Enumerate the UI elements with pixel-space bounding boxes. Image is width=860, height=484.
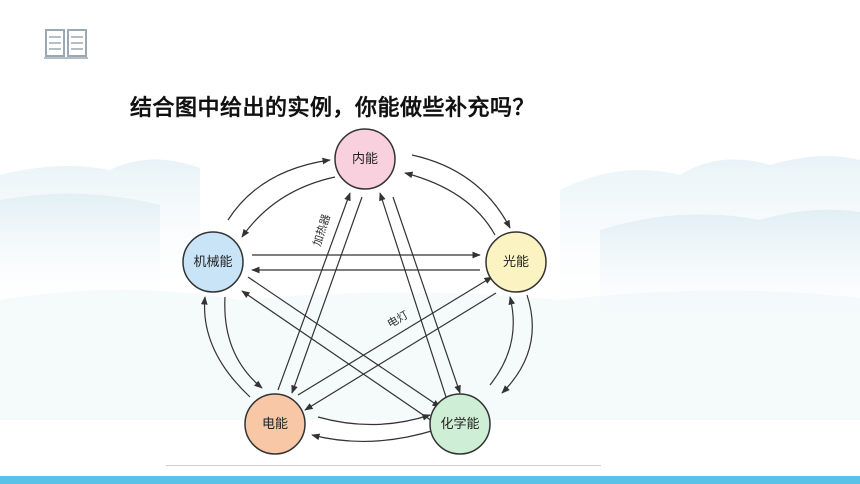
arrow-electric-to-light	[297, 276, 493, 396]
energy-conversion-diagram: 加热器 电灯 内能 光能 化学能 电能 机械能	[182, 128, 547, 455]
book-logo-icon	[44, 29, 88, 59]
node-label-electric: 电能	[262, 417, 288, 432]
bottom-accent-bar	[0, 476, 860, 484]
node-label-chemical: 化学能	[440, 416, 479, 432]
node-label-light: 光能	[503, 255, 529, 270]
arrow-light-to-internal	[404, 171, 496, 236]
arrow-mechanical-to-chemical	[247, 276, 441, 408]
arrow-mechanical-to-internal	[227, 157, 331, 221]
arrow-electric-to-mechanical	[200, 296, 251, 398]
node-light-energy: 光能	[485, 231, 547, 293]
arrow-electric-to-chemical	[317, 414, 431, 426]
arrow-chemical-to-electric	[311, 429, 436, 443]
arrow-mechanical-to-electric	[224, 296, 263, 389]
question-heading: 结合图中给出的实例，你能做些补充吗？	[130, 96, 536, 121]
node-chemical-energy: 化学能	[429, 393, 491, 455]
node-internal-energy: 内能	[334, 128, 396, 190]
arrow-internal-to-light	[411, 154, 511, 229]
arrow-internal-to-chemical	[392, 196, 461, 394]
arrow-internal-to-electric	[291, 196, 363, 394]
node-mechanical-energy: 机械能	[182, 231, 244, 293]
arrow-chemical-to-light	[489, 296, 516, 386]
edge-label-heater: 加热器	[310, 213, 333, 248]
arrow-light-to-chemical	[501, 294, 533, 394]
arrow-internal-to-mechanical	[241, 176, 336, 238]
diagram-baseline-divider	[166, 465, 601, 466]
arrow-chemical-to-mechanical	[241, 290, 433, 422]
edge-label-lamp: 电灯	[385, 308, 411, 330]
arrow-electric-to-internal	[277, 192, 351, 391]
conversion-arrows	[200, 154, 533, 443]
arrow-chemical-to-internal	[379, 192, 447, 398]
node-electric-energy: 电能	[244, 393, 306, 455]
arrow-light-to-electric	[304, 292, 497, 411]
node-label-internal: 内能	[352, 151, 378, 167]
node-label-mechanical: 机械能	[193, 255, 232, 270]
